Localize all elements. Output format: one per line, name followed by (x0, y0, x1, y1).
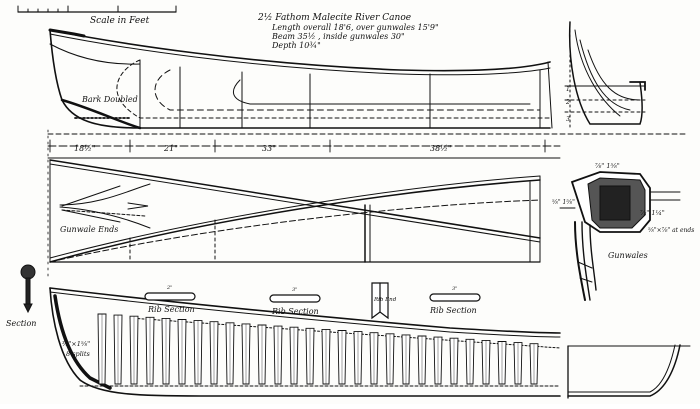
scale-label: Scale in Feet (90, 16, 150, 26)
rib-section-label-2: Rib Section (271, 307, 319, 316)
end-elevation (567, 344, 691, 399)
gunwale-section-detail (559, 171, 681, 301)
scale-bar (17, 5, 177, 13)
gunwale-dim-outer: ⅝"×⅞" at ends (648, 227, 694, 234)
station-d3: 33" (262, 144, 276, 153)
rib-series (97, 313, 539, 385)
rib-section-label-3: Rib Section (429, 306, 477, 315)
body-station-2: 2 (565, 99, 570, 106)
station-d2: 21" (163, 144, 178, 153)
body-station-3: 3 (566, 116, 570, 123)
title-length: Length overall 18'6, over gunwales 15'9" (271, 23, 439, 32)
gunwale-ends-label: Gunwale Ends (60, 225, 118, 234)
gunwales-label: Gunwales (608, 251, 648, 260)
plank-dim: ⅜"×1⅝" (62, 340, 90, 348)
body-plan (564, 21, 646, 131)
title-beam: Beam 35½ , inside gunwales 30" (271, 32, 405, 41)
rib-end-label: Rib End (373, 297, 397, 303)
plan-view (49, 159, 541, 263)
profile-view (48, 28, 553, 130)
station-d1: 18½" (74, 144, 96, 153)
rib-section-label-1: Rib Section (147, 305, 195, 314)
body-station-1: 1 (566, 86, 570, 93)
rib-dim-2: 3" (292, 287, 297, 293)
station-d4: 38½" (430, 144, 452, 153)
rib-dim-1: 2" (166, 285, 172, 291)
gunwale-dim-top: ⅞" 1⅝" (595, 162, 620, 170)
section-label: Section (6, 319, 36, 328)
rib-section-icons (144, 282, 481, 320)
rib-dim-3: 3" (452, 286, 457, 292)
section-detail (20, 264, 36, 314)
bark-label: Bark Doubled (81, 95, 138, 104)
plank-splits: 8 splits (66, 350, 90, 358)
gunwale-dim-side: ⅞" 1¼" (640, 209, 665, 217)
title-depth: Depth 10¾" (271, 41, 321, 50)
station-dimensions (47, 133, 686, 159)
gunwale-dim-left: ⅝" 1⅝" (552, 199, 575, 206)
title-name: 2½ Fathom Malecite River Canoe (257, 12, 411, 23)
